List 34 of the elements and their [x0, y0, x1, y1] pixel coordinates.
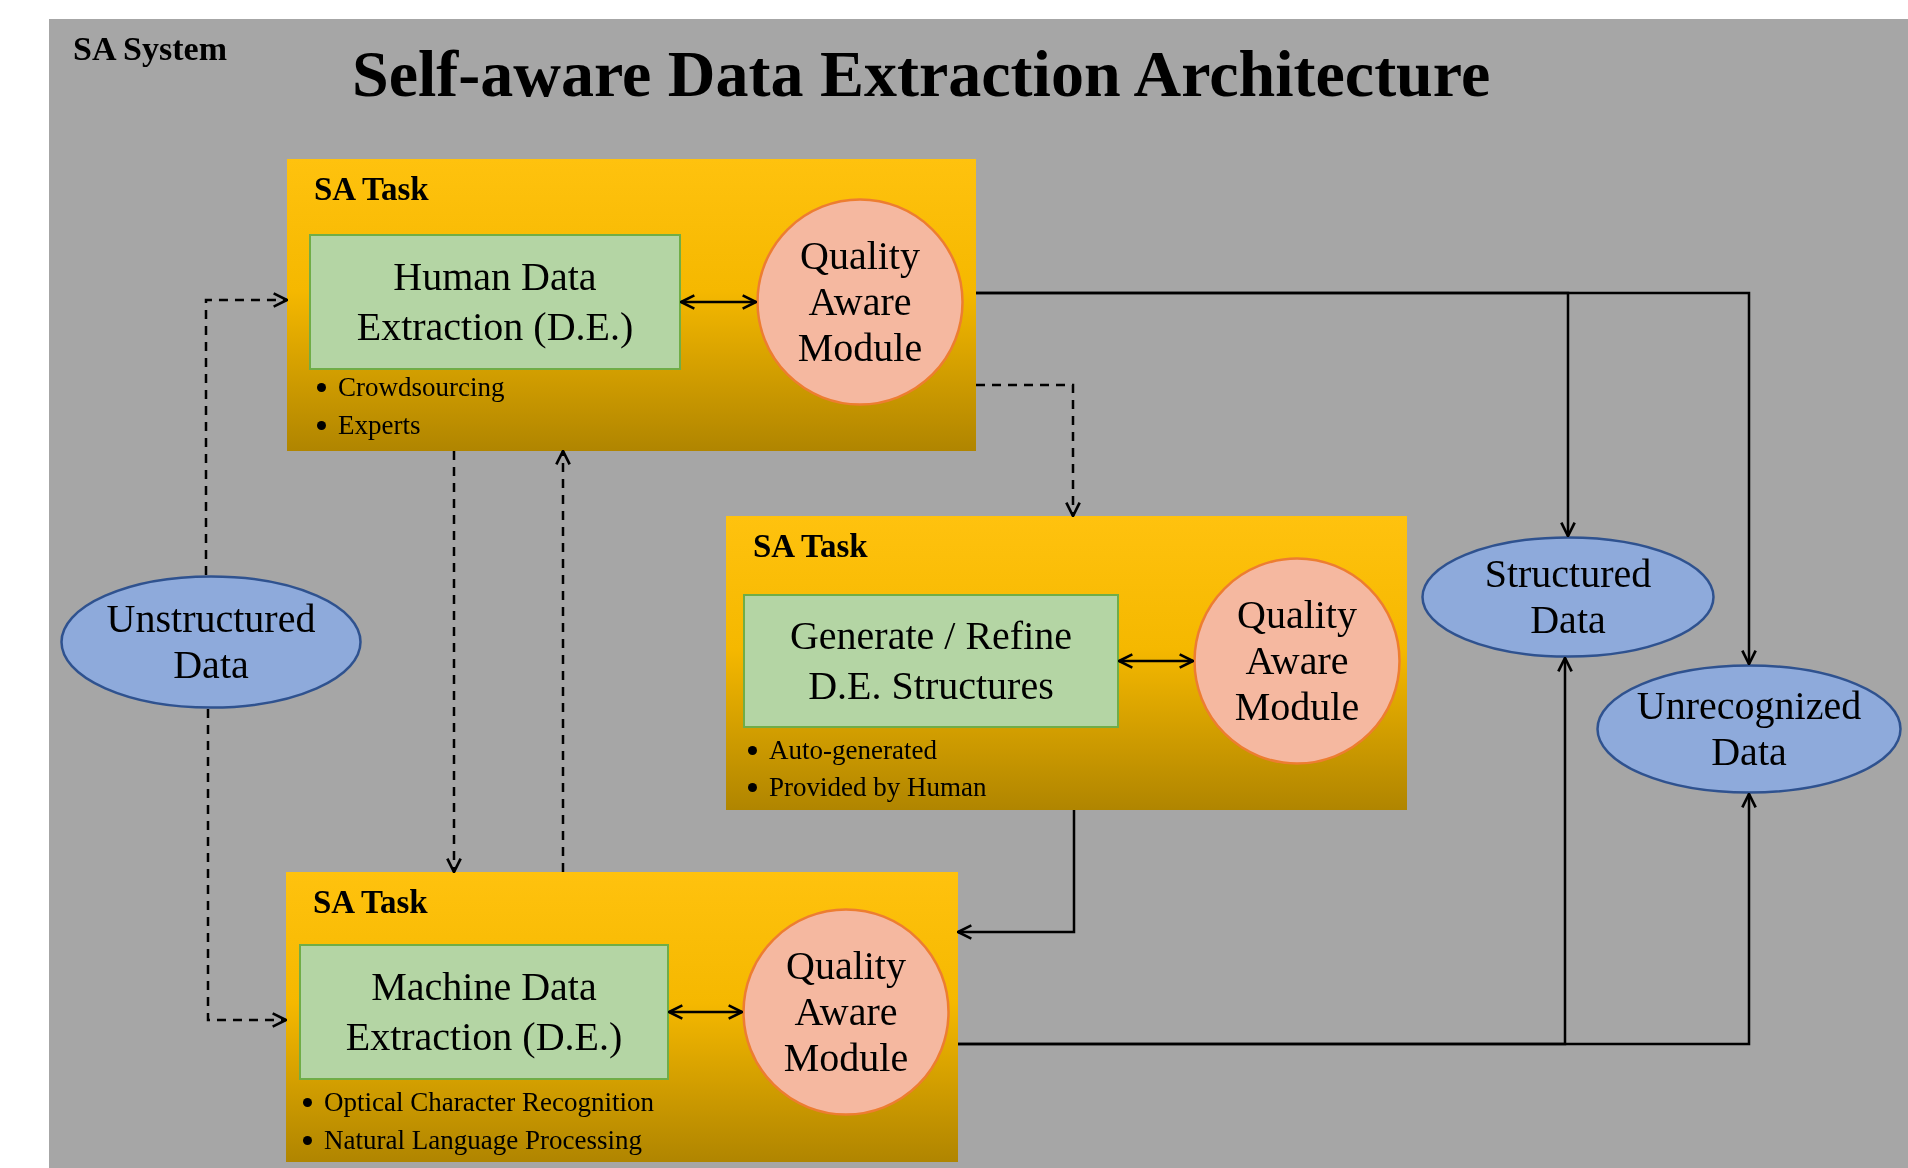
arrow: [204, 292, 289, 576]
data-ellipse: Structured Data: [1421, 536, 1715, 658]
diagram-title: Self-aware Data Extraction Architecture: [352, 36, 1491, 112]
arrow: [679, 294, 758, 310]
panel-heading: SA Task: [753, 528, 868, 565]
bullet-item: Optical Character Recognition: [324, 1087, 654, 1118]
arrow: [956, 810, 1076, 940]
arrow: [555, 449, 571, 872]
panel-heading: SA Task: [313, 884, 428, 921]
bullet-item: Natural Language Processing: [324, 1125, 642, 1156]
arrow: [958, 792, 1757, 1046]
bullet-item: Provided by Human: [769, 772, 987, 803]
system-label: SA System: [73, 30, 227, 68]
task-panel: [726, 516, 1407, 810]
bullet-item: Auto-generated: [769, 735, 937, 766]
task-panel: [286, 872, 958, 1162]
process-box: Machine Data Extraction (D.E.): [299, 944, 669, 1080]
module-circle: Quality Aware Module: [742, 908, 950, 1116]
data-ellipse: Unstructured Data: [60, 575, 362, 709]
arrow: [206, 709, 288, 1028]
arrow: [976, 291, 1757, 666]
panel-heading: SA Task: [314, 171, 429, 208]
data-ellipse: Unrecognized Data: [1596, 664, 1902, 794]
process-box: Human Data Extraction (D.E.): [309, 234, 681, 370]
arrow: [1117, 653, 1195, 669]
process-box: Generate / Refine D.E. Structures: [743, 594, 1119, 728]
arrow: [976, 383, 1081, 518]
module-circle: Quality Aware Module: [1193, 557, 1401, 765]
bullet-item: Experts: [338, 410, 421, 441]
arrow: [667, 1004, 744, 1020]
bullet-item: Crowdsourcing: [338, 372, 505, 403]
module-circle: Quality Aware Module: [756, 198, 964, 406]
arrow: [446, 451, 462, 874]
task-panel: [287, 159, 976, 451]
